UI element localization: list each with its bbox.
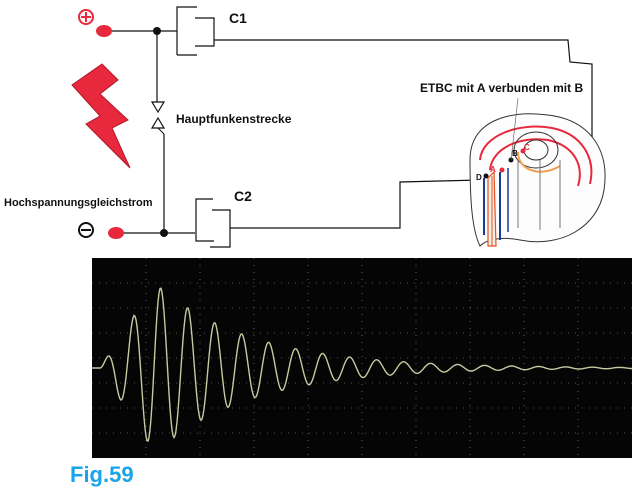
spark-gap-label: Hauptfunkenstrecke <box>176 112 292 126</box>
point-c-label: C <box>524 143 530 152</box>
point-d-marker <box>483 173 489 179</box>
etbc-coil-illustration <box>469 97 606 247</box>
etbc-label: ETBC mit A verbunden mit B <box>420 81 583 95</box>
oscilloscope-display <box>92 258 632 458</box>
hv-dc-label: Hochspannungsgleichstrom <box>4 197 153 209</box>
point-b-label: B <box>512 149 518 158</box>
point-a-label: A <box>490 165 496 174</box>
capacitor-c1-icon <box>176 6 215 56</box>
c2-label: C2 <box>234 188 252 204</box>
point-d-label: D <box>476 173 482 182</box>
point-a-marker <box>499 167 505 173</box>
c1-label: C1 <box>229 10 247 26</box>
plus-terminal-icon <box>78 9 94 25</box>
junction-bottom <box>160 229 168 237</box>
figure-label: Fig.59 <box>70 462 134 487</box>
positive-terminal <box>96 25 112 37</box>
capacitor-c2-icon <box>195 198 231 248</box>
negative-terminal <box>108 227 124 239</box>
junction-top <box>153 27 161 35</box>
scope-waveform <box>92 287 632 443</box>
minus-terminal-icon <box>78 222 94 238</box>
spark-gap-icon <box>150 101 166 135</box>
point-c-marker <box>520 148 526 154</box>
lightning-bolt-icon <box>71 63 131 169</box>
